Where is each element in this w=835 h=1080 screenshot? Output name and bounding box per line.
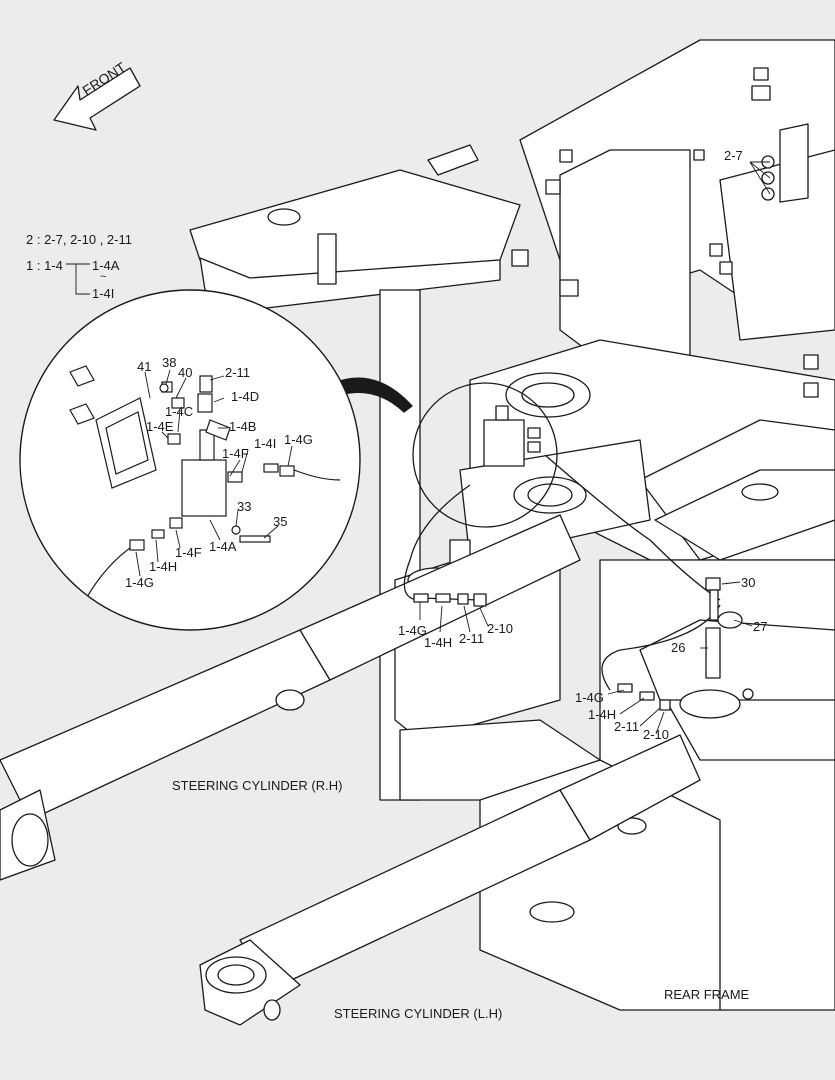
label-2-11-detail: 2-11 [225,365,251,380]
label-2-11-lower: 2-11 [614,719,640,734]
label-1-4e: 1-4E [146,419,174,434]
legend-range-end: 1-4I [92,286,115,301]
label-2-10-main: 2-10 [487,621,514,636]
caption-rear-frame: REAR FRAME [664,987,750,1002]
label-33: 33 [237,499,252,514]
label-1-4f-detail-bottom: 1-4F [175,545,202,560]
grease-nipple-30 [705,577,743,679]
legend-line-1: 2 : 2-7, 2-10 , 2-11 [26,232,132,247]
label-2-10-lower: 2-10 [643,727,670,742]
label-30: 30 [741,575,756,590]
label-1-4c: 1-4C [165,404,194,419]
legend-line-2-prefix: 1 : 1-4 [26,258,63,273]
label-1-4g-detail-bottom: 1-4G [125,575,154,590]
detail-view [19,289,361,631]
label-2-11-main: 2-11 [459,631,485,646]
caption-steering-cylinder-rh: STEERING CYLINDER (R.H) [172,778,343,793]
distribution-block-main [483,405,541,467]
label-1-4g-main: 1-4G [398,623,427,638]
label-35: 35 [273,514,288,529]
label-2-7: 2-7 [724,148,743,163]
steering-cylinder-lh [199,734,701,1026]
label-26: 26 [671,640,686,655]
front-arrow [53,67,141,131]
caption-steering-cylinder-lh: STEERING CYLINDER (L.H) [334,1006,503,1021]
label-1-4g-detail-top: 1-4G [284,432,313,447]
label-1-4b: 1-4B [229,419,257,434]
main-detail-circle [412,382,558,528]
legend-range-tilde: ~ [100,271,107,283]
label-1-4a: 1-4A [209,539,237,554]
label-1-4g-lower: 1-4G [575,690,604,705]
legend-range-start: 1-4A [92,258,120,273]
leader-lines [66,161,771,735]
label-1-4i-detail: 1-4I [254,436,277,451]
front-frame-plates [189,144,573,311]
label-1-4d: 1-4D [231,389,260,404]
rear-frame-structure [469,39,835,1011]
label-1-4h-lower: 1-4H [588,707,617,722]
label-27: 27 [753,619,768,634]
label-41: 41 [137,359,152,374]
fittings-main-row [413,593,671,711]
label-1-4h-detail: 1-4H [149,559,178,574]
label-1-4h-main: 1-4H [424,635,453,650]
label-40: 40 [178,365,193,380]
label-1-4f-detail-top: 1-4F [222,446,249,461]
label-38: 38 [162,355,177,370]
